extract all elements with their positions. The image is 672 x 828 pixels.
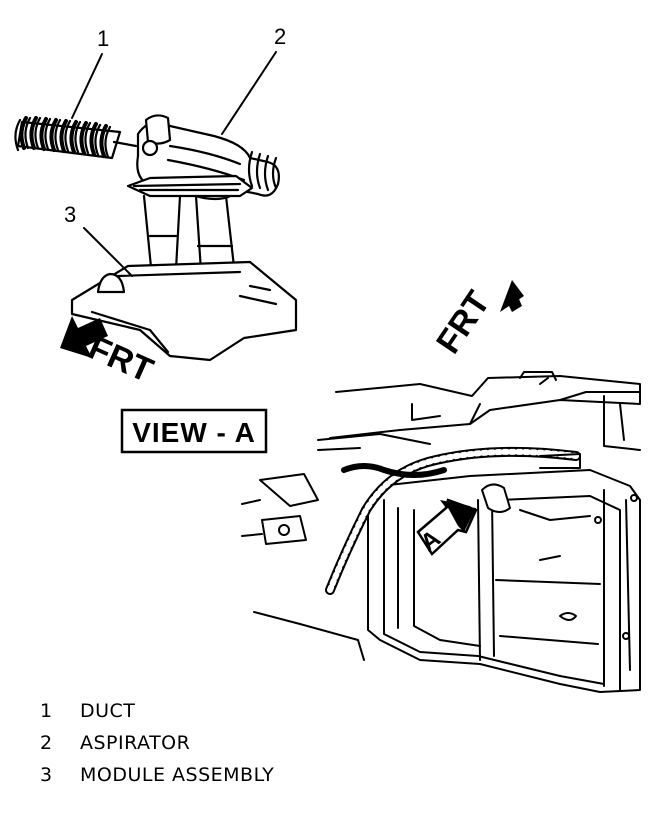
legend-name: DUCT: [80, 700, 136, 722]
legend-item: 2 ASPIRATOR: [40, 732, 440, 764]
leader-2: [221, 51, 277, 135]
legend-name: MODULE ASSEMBLY: [80, 764, 275, 786]
legend-number: 3: [40, 764, 53, 786]
callout-2: 2: [274, 24, 286, 49]
leader-1: [71, 53, 103, 119]
legend-item: 1 DUCT: [40, 700, 440, 732]
front-label-main: FRT: [429, 284, 498, 360]
legend-name: ASPIRATOR: [80, 732, 191, 754]
callout-1: 1: [97, 26, 109, 51]
legend-number: 1: [40, 700, 53, 722]
view-a-frame: [120, 408, 268, 454]
legend-number: 2: [40, 732, 53, 754]
duct-hose: [14, 116, 138, 160]
legend-item: 3 MODULE ASSEMBLY: [40, 764, 440, 796]
callout-3: 3: [64, 202, 76, 227]
parts-legend: 1 DUCT 2 ASPIRATOR 3 MODULE ASSEMBLY: [40, 700, 440, 796]
view-a-label: VIEW - A: [132, 417, 256, 448]
front-arrow-main: FRT: [429, 280, 524, 360]
leader-3: [83, 227, 133, 277]
callout-leaders: [71, 51, 277, 277]
view-a-detail: [14, 114, 298, 362]
